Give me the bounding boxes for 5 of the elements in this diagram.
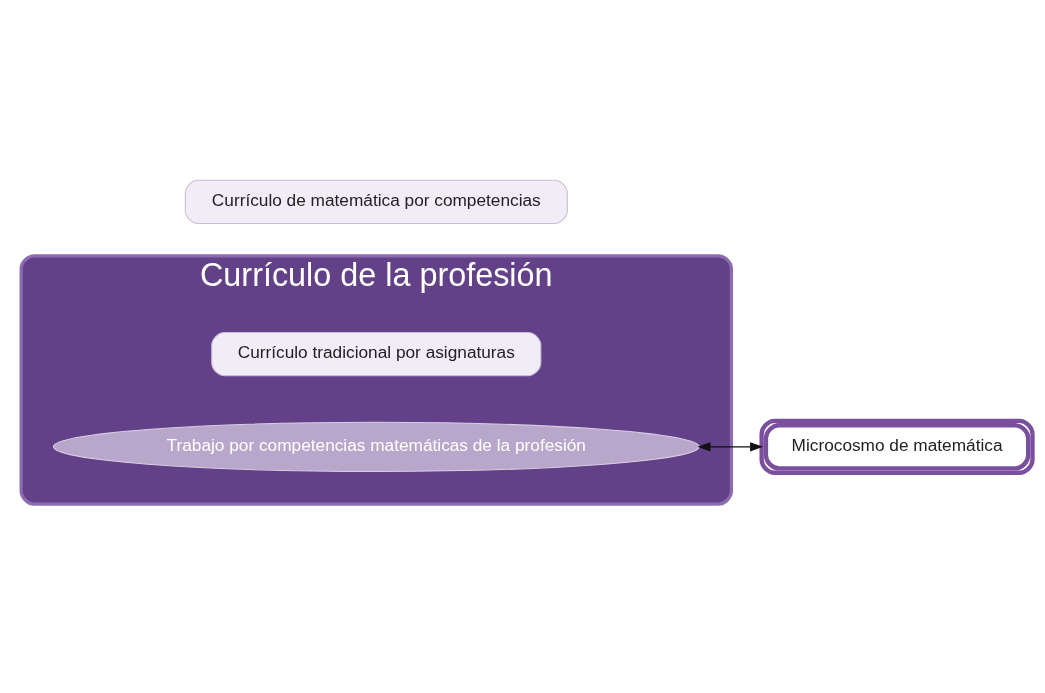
node-box: Currículo tradicional por asignaturas — [211, 331, 542, 377]
node-box: Microcosmo de matemática — [759, 418, 1035, 475]
node-ellipse: Trabajo por competencias matemáticas de la profesión — [52, 421, 700, 472]
arrow — [697, 442, 764, 452]
node-box: Currículo de matemática por competencias — [184, 179, 568, 224]
